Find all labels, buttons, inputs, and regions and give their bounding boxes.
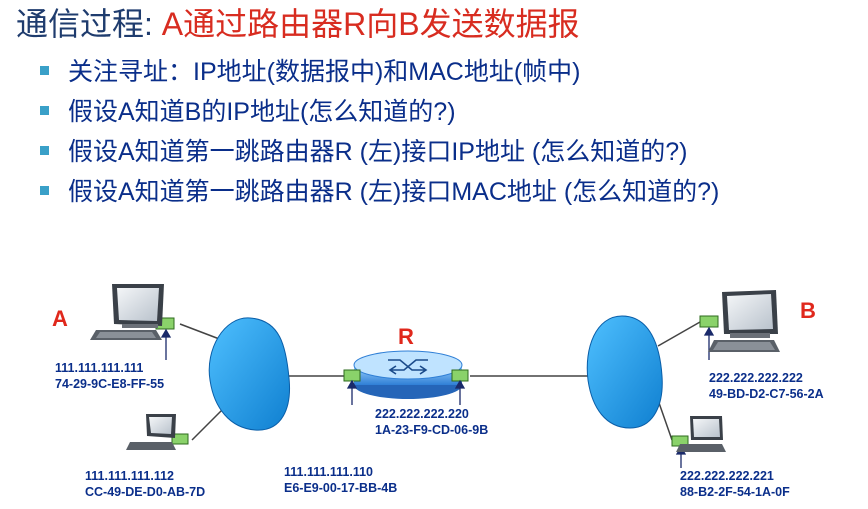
host-a-ip: 111.111.111.111 <box>55 361 144 375</box>
links <box>179 321 701 441</box>
host-b2-computer-icon <box>676 416 726 452</box>
pointer-arrows <box>160 326 715 468</box>
router-right-if-address: 222.222.222.220 1A-23-F9-CD-06-9B <box>375 406 488 438</box>
link-a-cloud <box>179 323 223 341</box>
router-right-mac: 1A-23-F9-CD-06-9B <box>375 423 489 437</box>
host-a2-ip: 111.111.111.112 <box>85 469 175 483</box>
host-b-address: 222.222.222.222 49-BD-D2-C7-56-2A <box>709 370 824 402</box>
bullet-square-icon <box>40 146 49 155</box>
right-network-cloud <box>586 315 663 429</box>
host-a2-mac: CC-49-DE-D0-AB-7D <box>85 485 206 499</box>
bullet-item: 关注寻址：IP地址(数据报中)和MAC地址(帧中) <box>40 52 719 92</box>
router-icon <box>353 350 463 399</box>
router-label: R <box>398 324 414 349</box>
bullet-text: 关注寻址：IP地址(数据报中)和MAC地址(帧中) <box>68 58 581 86</box>
router-left-mac: E6-E9-00-17-BB-4B <box>284 481 398 495</box>
bullet-list: 关注寻址：IP地址(数据报中)和MAC地址(帧中) 假设A知道B的IP地址(怎么… <box>40 52 719 212</box>
nic-router-right <box>451 369 469 382</box>
router-left-if-address: 111.111.111.110 E6-E9-00-17-BB-4B <box>284 464 397 496</box>
host-a-address: 111.111.111.111 74-29-9C-E8-FF-55 <box>55 360 164 392</box>
bullet-item: 假设A知道第一跳路由器R (左)接口IP地址 (怎么知道的?) <box>40 132 719 172</box>
nic-a2 <box>171 433 189 445</box>
host-a2-address: 111.111.111.112 CC-49-DE-D0-AB-7D <box>85 468 205 500</box>
host-b2-address: 222.222.222.221 88-B2-2F-54-1A-0F <box>680 468 790 500</box>
host-a-label: A <box>52 306 68 331</box>
host-a-computer-icon <box>90 284 164 340</box>
nic-b <box>699 315 719 328</box>
host-b-ip: 222.222.222.222 <box>709 371 803 385</box>
page-title: 通信过程: A通过路由器R向B发送数据报 <box>16 4 580 44</box>
link-a2-cloud <box>191 409 223 441</box>
host-a-mac: 74-29-9C-E8-FF-55 <box>55 377 165 391</box>
host-b-mac: 49-BD-D2-C7-56-2A <box>709 387 824 401</box>
link-cloud-b <box>657 321 701 347</box>
title-highlight: A通过路由器R向B发送数据报 <box>161 6 580 42</box>
host-a2-computer-icon <box>126 414 176 450</box>
router-left-ip: 111.111.111.110 <box>284 465 374 479</box>
title-prefix: 通信过程: <box>16 6 162 42</box>
host-b2-ip: 222.222.222.221 <box>680 469 774 483</box>
left-network-cloud <box>208 317 291 431</box>
bullet-item: 假设A知道B的IP地址(怎么知道的?) <box>40 92 719 132</box>
host-b-computer-icon <box>708 290 780 352</box>
nic-router-left <box>343 369 361 382</box>
router-right-ip: 222.222.222.220 <box>375 407 469 421</box>
bullet-text: 假设A知道第一跳路由器R (左)接口MAC地址 (怎么知道的?) <box>68 178 720 206</box>
bullet-square-icon <box>40 106 49 115</box>
host-b2-mac: 88-B2-2F-54-1A-0F <box>680 485 790 499</box>
link-cloud-b2 <box>657 399 673 441</box>
bullet-text: 假设A知道第一跳路由器R (左)接口IP地址 (怎么知道的?) <box>68 138 688 166</box>
bullet-item: 假设A知道第一跳路由器R (左)接口MAC地址 (怎么知道的?) <box>40 172 719 212</box>
bullet-square-icon <box>40 66 49 75</box>
host-b-label: B <box>800 298 816 323</box>
bullet-square-icon <box>40 186 49 195</box>
bullet-text: 假设A知道B的IP地址(怎么知道的?) <box>68 98 456 126</box>
